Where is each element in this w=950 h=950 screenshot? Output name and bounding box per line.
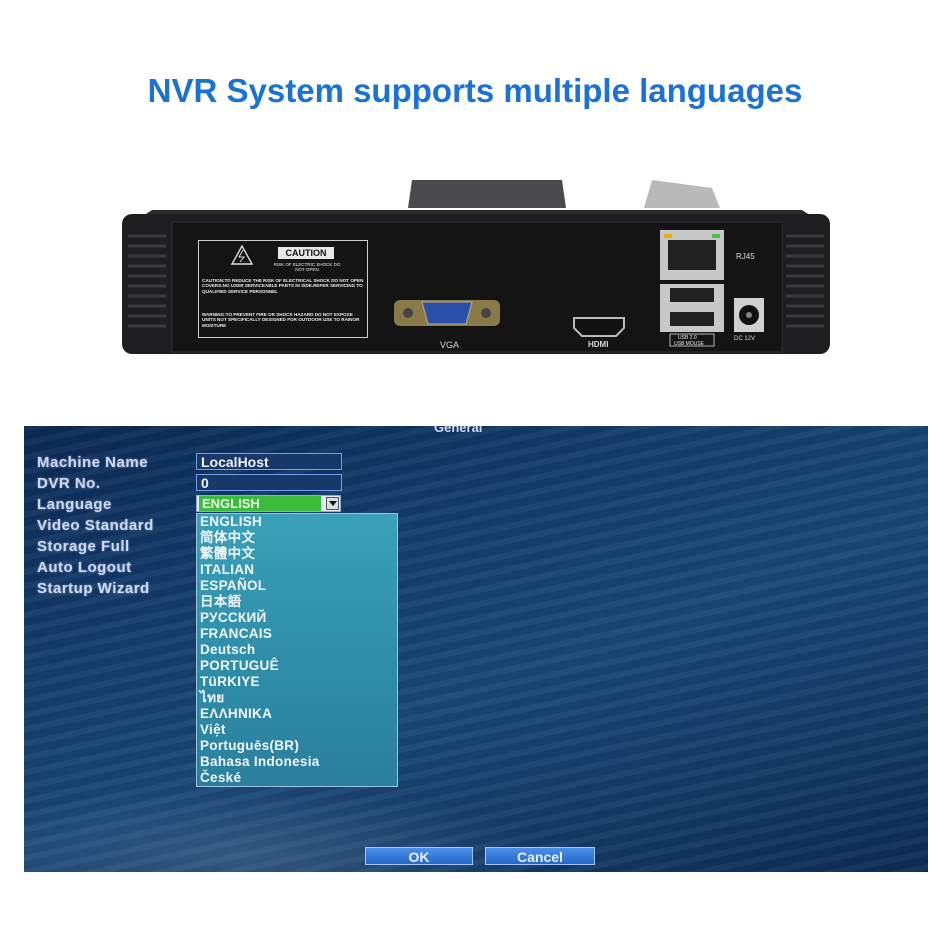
language-option[interactable]: ESPAÑOL bbox=[200, 578, 267, 593]
cancel-button[interactable]: Cancel bbox=[485, 847, 595, 865]
label-dvr-no: DVR No. bbox=[37, 475, 101, 492]
language-option[interactable]: ENGLISH bbox=[200, 514, 263, 529]
label-startup-wizard: Startup Wizard bbox=[37, 580, 150, 597]
usb-mouse-label: USB MOUSE bbox=[674, 341, 705, 347]
ok-button[interactable]: OK bbox=[365, 847, 473, 865]
language-option[interactable]: Việt bbox=[200, 722, 226, 737]
usb-label: USB 2.0 bbox=[678, 335, 697, 341]
language-dropdown-list: ENGLISH 简体中文 繁體中文 ITALIAN ESPAÑOL 日本語 РУ… bbox=[196, 513, 398, 787]
dvr-settings-screen: General Machine Name DVR No. Language Vi… bbox=[24, 426, 928, 872]
language-option[interactable]: 繁體中文 bbox=[200, 546, 256, 561]
headline: NVR System supports multiple languages bbox=[147, 72, 803, 109]
language-option[interactable]: Bahasa Indonesia bbox=[200, 754, 320, 769]
dc-label: DC 12V bbox=[734, 336, 756, 342]
caution-subtitle: RISK OF ELECTRIC SHOCK DO NOT OPEN bbox=[273, 262, 341, 272]
label-auto-logout: Auto Logout bbox=[37, 559, 132, 576]
nvr-device-photo: CAUTION RISK OF ELECTRIC SHOCK DO NOT OP… bbox=[122, 178, 830, 358]
label-machine-name: Machine Name bbox=[37, 454, 149, 471]
hdmi-label: HDMI bbox=[588, 340, 609, 349]
language-option[interactable]: FRANCAIS bbox=[200, 626, 273, 641]
language-option[interactable]: ITALIAN bbox=[200, 562, 255, 577]
machine-name-input[interactable]: LocalHost bbox=[196, 453, 342, 470]
dialog-title: General bbox=[434, 426, 483, 435]
language-option[interactable]: TüRKIYE bbox=[200, 674, 260, 689]
caution-label-frame bbox=[198, 240, 368, 338]
language-option[interactable]: 简体中文 bbox=[200, 530, 256, 545]
label-language: Language bbox=[37, 496, 112, 513]
dvr-no-input[interactable]: 0 bbox=[196, 474, 342, 491]
rj45-label: RJ45 bbox=[736, 252, 755, 261]
language-option[interactable]: Portuguēs(BR) bbox=[200, 738, 300, 753]
warning-text: WARNING:TO PREVENT FIRE OR SHOCK HAZARD … bbox=[202, 312, 360, 328]
language-option[interactable]: РУССКИЙ bbox=[200, 610, 267, 625]
chevron-down-icon[interactable] bbox=[326, 497, 339, 510]
language-option[interactable]: ΕΛΛΗΝΙΚΑ bbox=[200, 706, 273, 721]
language-selected-value: ENGLISH bbox=[199, 496, 321, 511]
language-option[interactable]: 日本語 bbox=[200, 594, 242, 609]
label-storage-full: Storage Full bbox=[37, 538, 130, 555]
language-select[interactable]: ENGLISH bbox=[196, 495, 341, 512]
language-option[interactable]: PORTUGUÊ bbox=[200, 658, 279, 673]
label-video-standard: Video Standard bbox=[37, 517, 154, 534]
caution-title: CAUTION bbox=[278, 247, 334, 259]
language-option[interactable]: České bbox=[200, 770, 242, 785]
vga-label: VGA bbox=[440, 340, 460, 350]
caution-text: CAUTION:TO REDUCE THE RISK OF ELECTRICAL… bbox=[202, 278, 364, 294]
language-option[interactable]: ไทย bbox=[200, 690, 225, 705]
language-option[interactable]: Deutsch bbox=[200, 642, 256, 657]
